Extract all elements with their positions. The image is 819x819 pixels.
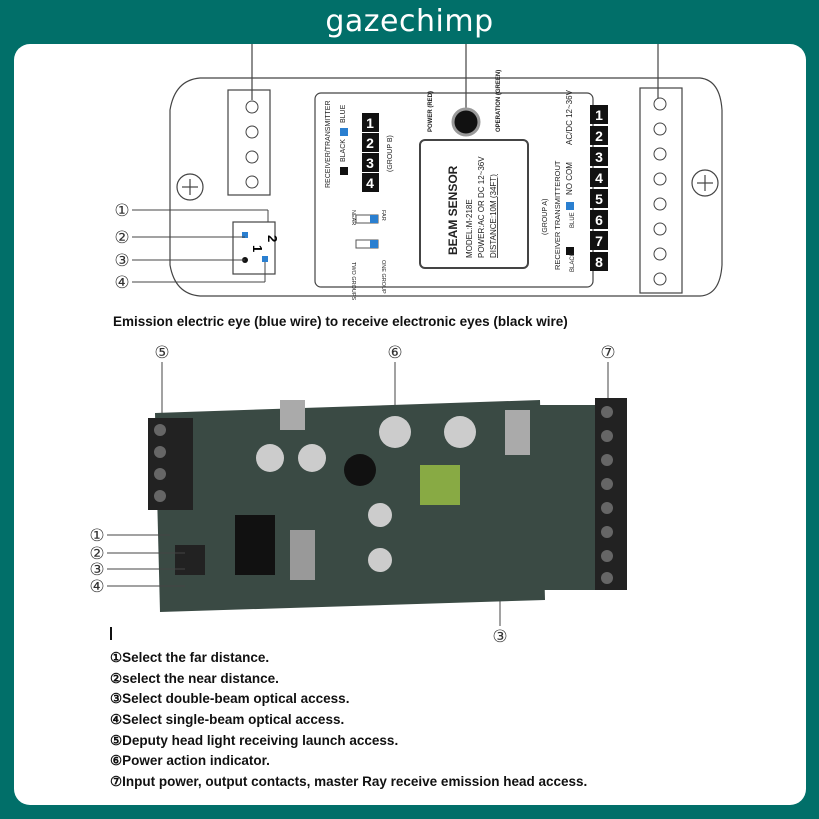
group-a-power-label: AC/DC 12~36V xyxy=(565,89,574,145)
terminal-a4: 4 xyxy=(595,170,603,186)
pcb-callout-lines xyxy=(107,534,185,587)
group-b-black-label: BLACK xyxy=(340,139,347,162)
operation-led-label: OPERATION (GREEN) xyxy=(496,70,502,132)
power-led-icon xyxy=(451,107,481,137)
legend-item: ⑤Deputy head light receiving launch acce… xyxy=(110,732,399,748)
callout-4: ④ xyxy=(114,273,129,292)
terminal-a8: 8 xyxy=(595,254,603,270)
dip-near-label: NEAR xyxy=(350,210,356,225)
group-a-label: RECEIVER TRANSMITTEROUT xyxy=(553,160,562,270)
terminal-b1: 1 xyxy=(366,115,374,131)
brand-watermark: gazechimp xyxy=(325,4,494,39)
pcb-callout-3: ③ xyxy=(89,560,104,579)
group-b-terminals: 1 2 3 4 xyxy=(362,113,379,192)
terminal-a5: 5 xyxy=(595,191,603,207)
dip-number-2: 2 xyxy=(265,235,280,242)
callout-2: ② xyxy=(114,228,129,247)
pcb-callout-2: ② xyxy=(89,544,104,563)
legend-item: ⑥Power action indicator. xyxy=(110,753,270,769)
legend-item: ④Select single-beam optical access. xyxy=(110,712,345,728)
terminal-b2: 2 xyxy=(366,135,374,151)
dip-one-group-label: ONE GROUP xyxy=(380,260,386,294)
legend-item: ③Select double-beam optical access. xyxy=(110,691,350,707)
housing-diagram xyxy=(169,44,723,297)
legend-list: ①Select the far distance. ②select the ne… xyxy=(110,648,587,793)
dip-number-1: 1 xyxy=(250,245,265,252)
callout-5: ⑤ xyxy=(154,343,169,362)
callout-7: ⑦ xyxy=(600,343,615,362)
black-wire-marker xyxy=(340,167,348,175)
terminal-a6: 6 xyxy=(595,212,603,228)
top-callout-lines xyxy=(132,209,269,283)
wiring-caption: Emission electric eye (blue wire) to rec… xyxy=(113,314,568,329)
right-terminal-screws xyxy=(653,97,667,286)
blue-wire-marker-a xyxy=(566,202,574,210)
group-a-black-label: BLACK xyxy=(570,252,576,272)
blue-wire-marker xyxy=(340,128,348,136)
terminal-a2: 2 xyxy=(595,128,603,144)
black-wire-marker-a xyxy=(566,247,574,255)
pcb-board xyxy=(148,362,627,626)
dip-switch xyxy=(355,214,379,249)
legend-item: ⑦Input power, output contacts, master Ra… xyxy=(110,774,588,790)
terminal-a1: 1 xyxy=(595,107,603,123)
legend-item: ②select the near distance. xyxy=(110,670,279,686)
callout-3-bottom: ③ xyxy=(492,627,507,646)
group-a-name: (GROUP A) xyxy=(542,199,549,235)
terminal-a7: 7 xyxy=(595,233,603,249)
group-a-terminals: 1 2 3 4 5 6 7 8 xyxy=(590,105,608,271)
label-distance: DISTANCE:10M (34FT) xyxy=(489,174,498,258)
label-power: POWER:AC OR DC 12~36V xyxy=(477,156,486,258)
group-a-blue-label: BLUE xyxy=(570,212,576,228)
label-model: MODEL:M-218E xyxy=(465,199,474,258)
group-a-out-label: NO COM xyxy=(565,162,574,195)
callout-3: ③ xyxy=(114,251,129,270)
dip-far-label: FAR xyxy=(380,210,386,221)
pcb-callout-1: ① xyxy=(89,526,104,545)
power-led-label: POWER (RED) xyxy=(428,91,434,132)
terminal-b4: 4 xyxy=(366,175,374,191)
legend-item: ①Select the far distance. xyxy=(110,650,270,665)
dip-two-groups-label: TWO GROUPS xyxy=(350,262,356,301)
callout-1: ① xyxy=(114,201,129,220)
group-b-name: (GROUP B) xyxy=(387,135,394,172)
label-title: BEAM SENSOR xyxy=(446,165,460,255)
callout-6: ⑥ xyxy=(387,343,402,362)
terminal-b3: 3 xyxy=(366,155,374,171)
group-b-blue-label: BLUE xyxy=(340,104,347,123)
left-terminal-screws xyxy=(245,100,259,189)
group-b-label: RECEIVER/TRANSMITTER xyxy=(325,100,332,188)
terminal-a3: 3 xyxy=(595,149,603,165)
pcb-callout-4: ④ xyxy=(89,577,104,596)
